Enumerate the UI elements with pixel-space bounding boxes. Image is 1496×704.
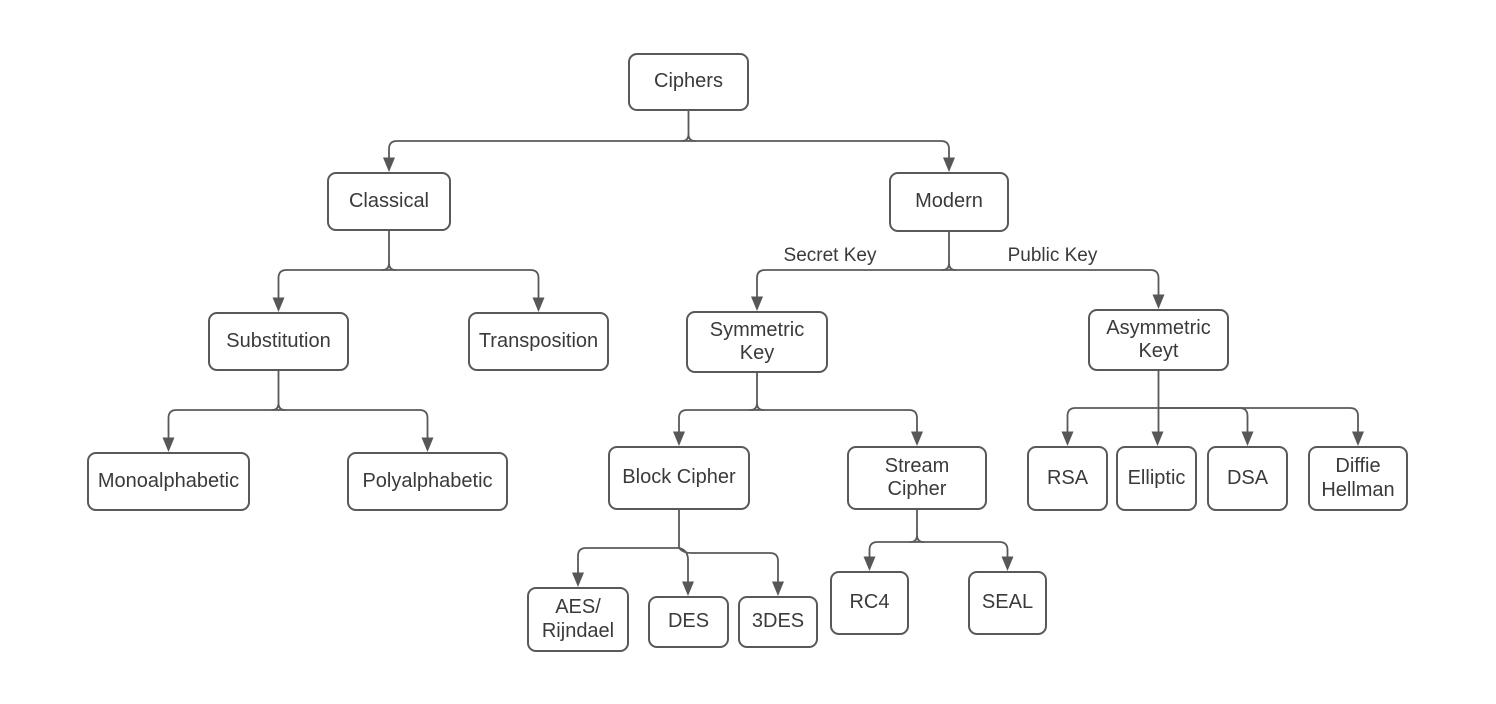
edge-block-children: [572, 509, 784, 596]
node-3des: 3DES: [738, 596, 818, 648]
node-diffie-hellman-label: Diffie Hellman: [1321, 455, 1395, 501]
node-elliptic: Elliptic: [1116, 446, 1197, 511]
edge-symmetric-children: [673, 372, 923, 446]
edge-label-secret-key: Secret Key: [775, 245, 885, 267]
node-elliptic-label: Elliptic: [1127, 466, 1186, 489]
node-seal-label: SEAL: [981, 591, 1034, 614]
node-dsa-label: DSA: [1226, 466, 1269, 489]
node-dsa: DSA: [1207, 446, 1288, 511]
node-polyalphabetic-label: Polyalphabetic: [362, 469, 493, 492]
node-diffie-hellman: Diffie Hellman: [1308, 446, 1408, 511]
node-transposition-label: Transposition: [478, 329, 599, 352]
node-symmetric-key-label: Symmetric Key: [709, 318, 805, 364]
node-stream-cipher-label: Stream Cipher: [884, 454, 950, 500]
edge-label-public-key: Public Key: [995, 245, 1110, 267]
node-ciphers: Ciphers: [628, 53, 749, 111]
node-asymmetric-key-label: Asymmetric Keyt: [1106, 316, 1211, 362]
node-des-label: DES: [667, 610, 710, 633]
node-rsa-label: RSA: [1046, 466, 1089, 489]
node-polyalphabetic: Polyalphabetic: [347, 452, 508, 511]
node-des: DES: [648, 596, 729, 648]
node-asymmetric-key: Asymmetric Keyt: [1088, 309, 1229, 371]
edge-substitution-children: [162, 370, 434, 452]
node-modern: Modern: [889, 172, 1009, 232]
node-block-cipher: Block Cipher: [608, 446, 750, 510]
node-symmetric-key: Symmetric Key: [686, 311, 828, 373]
edge-classical-children: [272, 230, 545, 312]
node-seal: SEAL: [968, 571, 1047, 635]
edge-asymmetric-children: [1061, 370, 1364, 446]
node-stream-cipher: Stream Cipher: [847, 446, 987, 510]
node-aes-rijndael: AES/ Rijndael: [527, 587, 629, 652]
node-transposition: Transposition: [468, 312, 609, 371]
node-block-cipher-label: Block Cipher: [622, 466, 736, 489]
node-classical-label: Classical: [348, 189, 430, 212]
node-rsa: RSA: [1027, 446, 1108, 511]
node-aes-rijndael-label: AES/ Rijndael: [541, 596, 615, 642]
edge-ciphers-children: [383, 110, 955, 172]
edge-modern-children: [751, 231, 1165, 311]
node-monoalphabetic-label: Monoalphabetic: [97, 469, 240, 492]
node-classical: Classical: [327, 172, 451, 231]
edge-stream-children: [863, 509, 1014, 571]
node-modern-label: Modern: [915, 190, 983, 213]
node-monoalphabetic: Monoalphabetic: [87, 452, 250, 511]
node-substitution: Substitution: [208, 312, 349, 371]
node-rc4-label: RC4: [849, 591, 890, 614]
node-3des-label: 3DES: [751, 610, 805, 633]
node-substitution-label: Substitution: [226, 329, 331, 352]
node-rc4: RC4: [830, 571, 909, 635]
node-ciphers-label: Ciphers: [654, 70, 723, 93]
